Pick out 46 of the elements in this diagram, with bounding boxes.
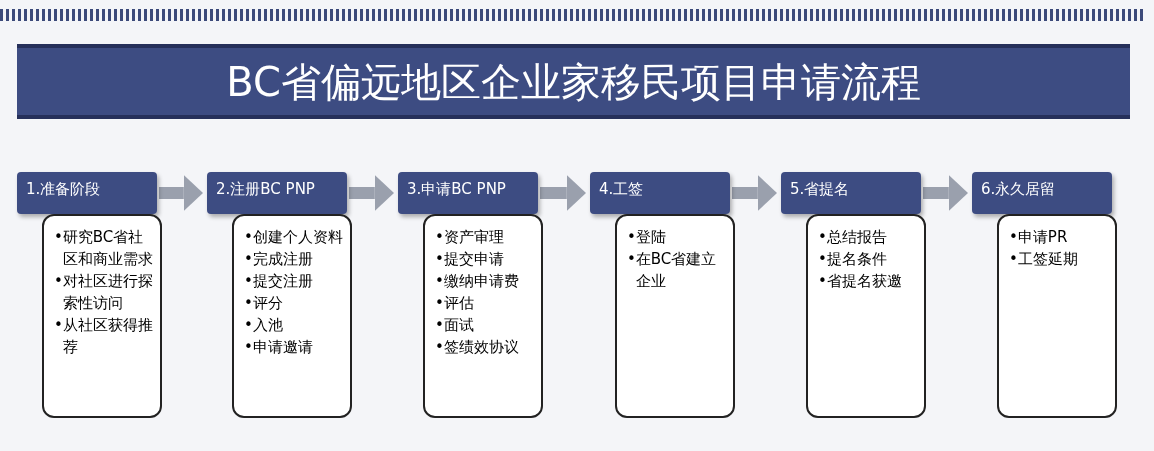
step-item: •工签延期	[1009, 249, 1079, 270]
step-card	[232, 214, 352, 418]
step-card	[423, 214, 543, 418]
step-item: •登陆	[627, 227, 667, 248]
step-item: •在BC省建立企业	[627, 249, 718, 292]
step-card	[997, 214, 1117, 418]
title: BC省偏远地区企业家移民项目申请流程	[226, 61, 921, 102]
step-header	[207, 172, 347, 214]
step-header	[781, 172, 921, 214]
step-item: •提交注册	[244, 271, 314, 292]
step-item: •总结报告	[818, 227, 888, 248]
step-item: •对社区进行探索性访问	[54, 271, 154, 314]
arrow	[159, 175, 203, 211]
step-item: •提名条件	[818, 249, 888, 270]
arrow	[349, 175, 394, 211]
step-item: •入池	[244, 315, 284, 336]
step-title: 5.省提名	[790, 180, 851, 199]
step-item: •评分	[244, 293, 284, 314]
step-item: •省提名获邀	[818, 271, 903, 292]
step-card	[615, 214, 735, 418]
step-item: •资产审理	[435, 227, 505, 248]
arrow	[923, 175, 968, 211]
step-title: 2.注册BC PNP	[216, 180, 316, 199]
step-item: •签绩效协议	[435, 337, 520, 358]
step-title: 4.工签	[599, 180, 645, 199]
step-header	[590, 172, 730, 214]
step-item: •评估	[435, 293, 475, 314]
arrow	[732, 175, 777, 211]
step-item: •完成注册	[244, 249, 314, 270]
step-card	[42, 214, 162, 418]
step-item: •面试	[435, 315, 475, 336]
step-item: •申请邀请	[244, 337, 314, 358]
step-title: 1.准备阶段	[26, 180, 102, 199]
step-item: •研究BC省社区和商业需求	[54, 227, 154, 270]
step-item: •从社区获得推荐	[54, 315, 154, 358]
step-card	[806, 214, 926, 418]
step-item: •申请PR	[1009, 227, 1069, 248]
step-title: 3.申请BC PNP	[407, 180, 507, 199]
step-header	[398, 172, 538, 214]
step-header	[972, 172, 1112, 214]
step-item: •创建个人资料	[244, 227, 344, 248]
step-title: 6.永久居留	[981, 180, 1057, 199]
step-item: •缴纳申请费	[435, 271, 520, 292]
step-item: •提交申请	[435, 249, 505, 270]
step-header	[17, 172, 157, 214]
arrow	[540, 175, 586, 211]
